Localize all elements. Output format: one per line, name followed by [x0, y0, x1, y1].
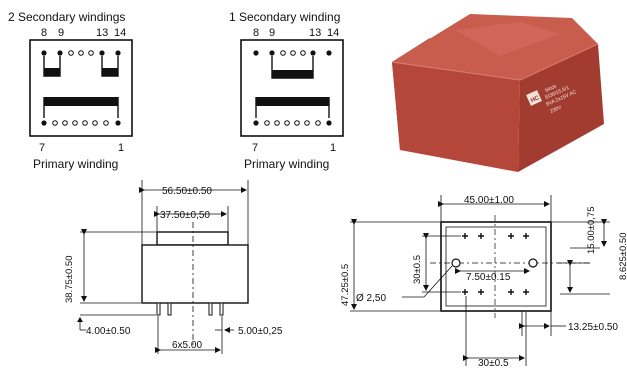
transformer-photo: HC block EI30/15,5/1 8VA 2x15V AC 230V	[391, 14, 604, 172]
mounting-hole-right	[528, 258, 538, 268]
dim-pin-row: 30±0.5	[412, 255, 423, 284]
photo-label: HC block EI30/15,5/1 8VA 2x15V AC 230V	[526, 83, 578, 115]
pin-label-7: 7	[39, 142, 45, 154]
mounting-hole-left	[451, 258, 461, 268]
dim-footprint-height: 47.25±0.5	[340, 264, 351, 306]
schematic-one-title: 1 Secondary winding	[229, 10, 340, 24]
pin-label-8: 8	[41, 27, 47, 39]
side-view-top-block	[156, 231, 229, 246]
logo-icon	[526, 90, 542, 106]
pin-label-8: 8	[253, 27, 259, 39]
schematic-two-windings: 2 Secondary windings 8 9 13 14	[8, 10, 133, 171]
pin-label-9: 9	[58, 27, 64, 39]
dim-hole-diameter: Ø 2,50	[356, 293, 386, 304]
footprint-pins	[462, 233, 529, 295]
pin-label-14: 14	[114, 27, 126, 39]
dim-width-total: 56.50±0.50	[162, 186, 212, 197]
pin-label-9: 9	[269, 27, 275, 39]
dim-offset-right: 8.625±0.50	[618, 233, 627, 280]
side-view-body	[141, 244, 249, 304]
photo-label-line-1: block	[544, 83, 558, 93]
schematic-two-caption: Primary winding	[33, 157, 118, 171]
schematic-one-caption: Primary winding	[244, 157, 329, 171]
pin-label-1: 1	[330, 142, 336, 154]
schematic-two-bottom-pins	[41, 120, 121, 126]
pin-label-13: 13	[309, 27, 321, 39]
pin-label-1: 1	[118, 142, 124, 154]
primary-winding-bar	[256, 97, 329, 106]
side-view-drawing: 56.50±0.50 37.50±0,50 38.75±0.50 4.00±0.…	[64, 180, 283, 354]
schematic-one-top-pins	[253, 50, 332, 56]
side-view-pins	[156, 302, 224, 316]
schematic-one-bottom-pins	[253, 120, 332, 126]
dim-offset-bottom: 13.25±0.50	[568, 322, 618, 333]
primary-winding-bar	[44, 97, 118, 106]
photo-label-line-4: 230V	[549, 104, 563, 115]
photo-logo: HC	[530, 95, 541, 104]
footprint-inner-outline	[445, 226, 547, 307]
pin-label-14: 14	[327, 27, 339, 39]
dim-height: 38.75±0.50	[64, 256, 75, 303]
schematic-two-title: 2 Secondary windings	[8, 10, 125, 24]
dim-pin-diameter: 5.00±0,25	[238, 326, 283, 337]
dim-width-top: 37.50±0,50	[160, 210, 210, 221]
dim-hole-spacing: 7.50±0.15	[466, 272, 511, 283]
pin-label-13: 13	[96, 27, 108, 39]
schematic-one-winding: 1 Secondary winding 8 9 13 14	[229, 10, 344, 171]
schematic-one-body	[240, 39, 344, 137]
dim-pin-col: 30±0.5	[478, 358, 509, 368]
footprint-drawing: 45.00±1.00 7.50±0.15 Ø 2,50	[340, 195, 627, 369]
pin-label-7: 7	[252, 142, 258, 154]
schematic-two-top-pins	[41, 50, 121, 56]
dim-offset-top: 15.00±0,75	[586, 207, 597, 254]
schematic-two-body	[29, 39, 133, 137]
dim-pin-length: 4.00±0.50	[86, 326, 131, 337]
dim-footprint-width: 45.00±1.00	[464, 195, 514, 206]
dim-pin-spacing: 6x5.00	[172, 340, 202, 351]
